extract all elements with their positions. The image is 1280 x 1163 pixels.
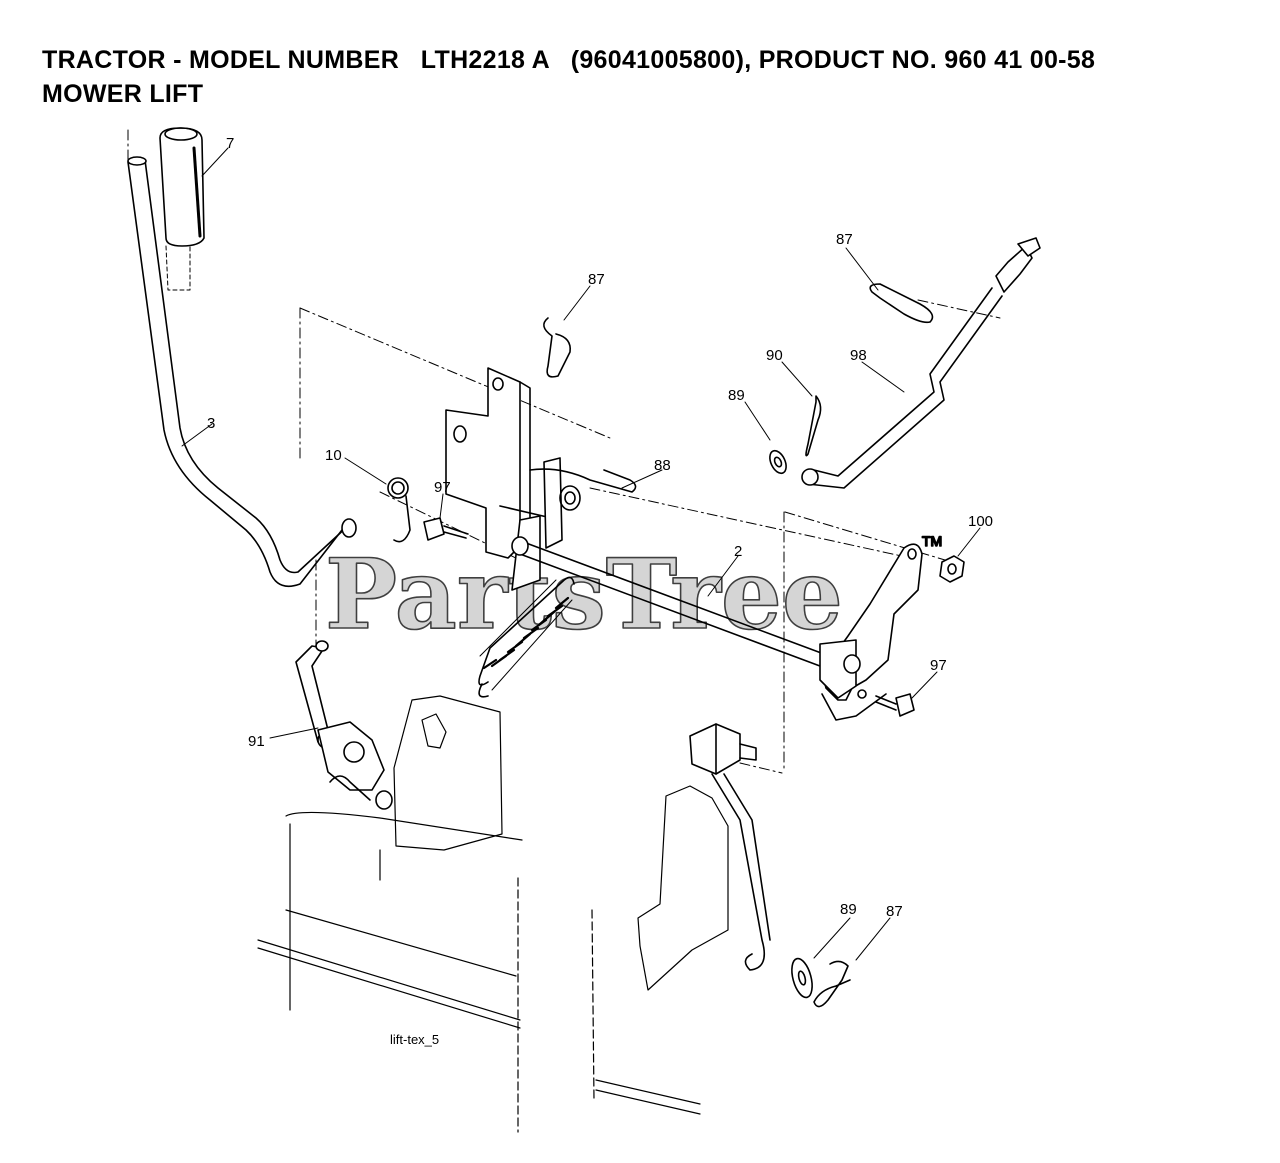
washer: [791, 957, 813, 999]
deck-bracket-left: [257, 695, 523, 1133]
bolt: [875, 693, 915, 717]
hairpin-clip: [543, 317, 572, 378]
callout-88: 88: [654, 457, 671, 474]
callout-3: 3: [207, 415, 215, 432]
page-title: TRACTOR - MODEL NUMBER LTH2218 A (960410…: [42, 46, 1096, 74]
callout-98: 98: [850, 347, 867, 364]
callout-87: 87: [836, 231, 853, 248]
hairpin-clip: [869, 283, 934, 324]
link-bar-right: [689, 723, 771, 971]
callout-97: 97: [930, 657, 947, 674]
watermark-trademark: TM: [922, 533, 942, 549]
link-bar-left: [295, 640, 393, 810]
callout-87: 87: [886, 903, 903, 920]
washer: [769, 449, 787, 475]
callout-10: 10: [325, 447, 342, 464]
extension-spring: [478, 576, 575, 698]
callout-89: 89: [728, 387, 745, 404]
deck-bracket-right: [591, 785, 729, 1115]
callout-7: 7: [226, 135, 234, 152]
bolt: [423, 517, 469, 541]
page-subtitle: MOWER LIFT: [42, 80, 204, 108]
cotter-pin: [805, 395, 822, 457]
torsion-spring: [387, 477, 411, 543]
hairpin-clip: [813, 960, 851, 1008]
callout-90: 90: [766, 347, 783, 364]
callout-97: 97: [434, 479, 451, 496]
watermark: PartsTree: [325, 538, 843, 651]
lift-handle: [127, 156, 357, 588]
callout-91: 91: [248, 733, 265, 750]
callout-2: 2: [734, 543, 742, 560]
hex-nut: [939, 555, 965, 583]
callout-87: 87: [588, 271, 605, 288]
handle-grip: [159, 127, 205, 291]
lift-arm-right: [819, 543, 923, 721]
leader-lines: [181, 147, 981, 961]
callout-89: 89: [840, 901, 857, 918]
callout-100: 100: [968, 513, 993, 530]
figure-reference: lift-tex_5: [390, 1032, 439, 1047]
link-rod: [801, 237, 1041, 489]
lift-shaft: [511, 536, 841, 673]
mount-bracket: [445, 367, 561, 559]
